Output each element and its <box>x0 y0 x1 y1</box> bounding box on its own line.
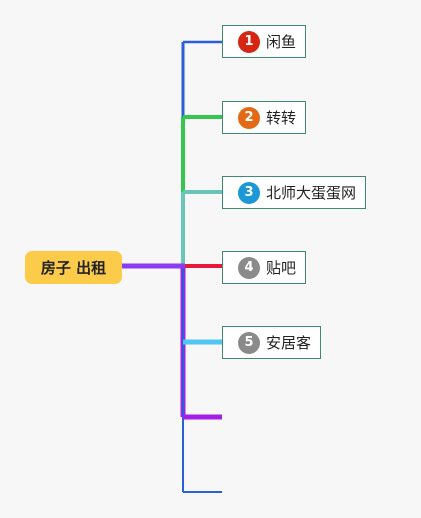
branch-node-xianyu[interactable]: 1 闲鱼 <box>222 25 307 58</box>
number-badge-icon: 3 <box>238 181 260 204</box>
branch-label: 转转 <box>266 109 297 127</box>
number-badge-icon: 4 <box>238 256 260 279</box>
branch-label: 北师大蛋蛋网 <box>266 184 357 202</box>
number-badge-icon: 1 <box>238 30 260 53</box>
branch-node-tieba[interactable]: 4 贴吧 <box>222 251 307 284</box>
number-badge-icon: 2 <box>238 106 260 129</box>
branch-label: 安居客 <box>266 334 312 352</box>
number-badge-icon: 5 <box>238 331 260 354</box>
branch-label: 贴吧 <box>266 259 297 277</box>
branch-node-zhuanzhuan[interactable]: 2 转转 <box>222 101 307 134</box>
root-topic[interactable]: 房子 出租 <box>25 251 122 284</box>
root-label: 房子 出租 <box>40 259 107 277</box>
branch-node-anjuke[interactable]: 5 安居客 <box>222 326 322 359</box>
branch-node-bnu-dandan[interactable]: 3 北师大蛋蛋网 <box>222 176 367 209</box>
branch-label: 闲鱼 <box>266 33 297 51</box>
